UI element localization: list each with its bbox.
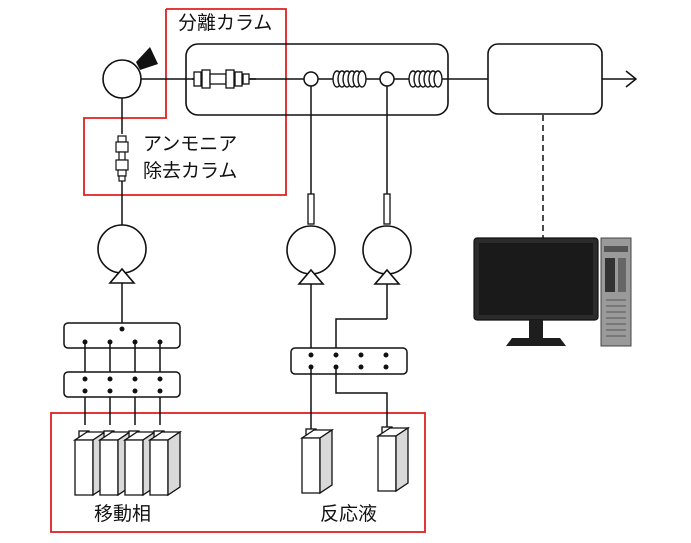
desktop-computer-icon: [473, 237, 632, 347]
column-oven-box: [185, 43, 449, 116]
ammonia-removal-label-line1: アンモニア: [143, 133, 238, 155]
mixing-tee-2: [379, 71, 395, 87]
injector-valve-icon: [102, 47, 158, 99]
mixing-tee-1: [303, 71, 319, 87]
mobile-phase-label: 移動相: [94, 503, 152, 525]
reagent-degasser: [290, 347, 408, 375]
outlet-arrow: [625, 70, 638, 88]
reaction-coil-1: [332, 70, 367, 88]
bottles-highlight: [50, 412, 426, 533]
detector-box: [487, 43, 603, 115]
mobile-phase-pump-icon: [97, 224, 147, 284]
reaction-coil-2: [408, 70, 443, 88]
separation-column-label: 分離カラム: [178, 12, 273, 34]
reagent-pump-2-icon: [362, 225, 412, 285]
separation-column: [192, 69, 256, 89]
reaction-liquid-bottle-icon: [377, 426, 409, 492]
reagent-pump-1-icon: [286, 225, 336, 285]
separation-column-highlight: [83, 8, 287, 196]
ammonia-removal-column: [115, 135, 129, 182]
reaction-liquid-bottle-icon: [301, 428, 333, 494]
mobile-phase-bottle-icon: [149, 430, 181, 496]
ammonia-removal-label-line2: 除去カラム: [143, 160, 238, 182]
reaction-liquid-label: 反応液: [320, 503, 378, 525]
mobile-phase-gradient-valve: [63, 322, 181, 349]
mobile-phase-degasser: [63, 371, 181, 398]
